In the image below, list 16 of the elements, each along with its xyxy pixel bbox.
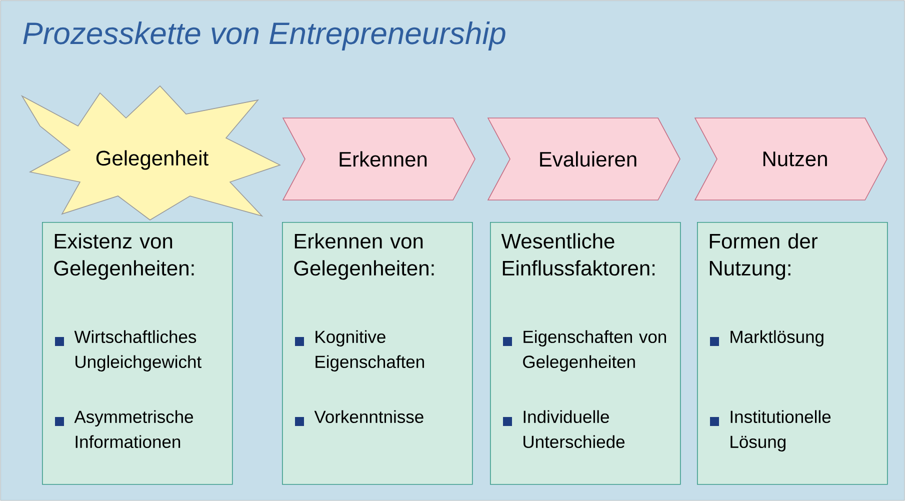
box-heading: Formen der Nutzung:	[710, 233, 818, 280]
box-heading: Wesentliche Einflussfaktoren:	[501, 233, 655, 276]
process-step-box: Erkennen	[282, 118, 476, 200]
box-heading: Existenz von Gelegenheiten:	[54, 233, 194, 280]
process-step-box: Nutzen	[694, 118, 888, 200]
bullet-item: Kognitive Eigenschaften	[295, 330, 424, 372]
box-heading: Erkennen von Gelegenheiten:	[294, 233, 434, 280]
bullet-item: Institutionelle Lösung	[710, 410, 831, 452]
bullet-item: Individuelle Unterschiede	[503, 410, 625, 448]
bullet-item: Eigenschaften von Gelegenheiten	[503, 330, 666, 372]
bullet-item: Asymmetrische Informationen	[55, 410, 194, 448]
bullet-item: Wirtschaftliches Ungleichgewicht	[55, 330, 202, 372]
process-step-box: Evaluieren	[487, 118, 680, 200]
bullet-item: Marktlösung	[710, 330, 824, 347]
bullet-item: Vorkenntnisse	[295, 410, 424, 426]
title: Prozesskette von Entrepreneurship	[23, 22, 506, 50]
